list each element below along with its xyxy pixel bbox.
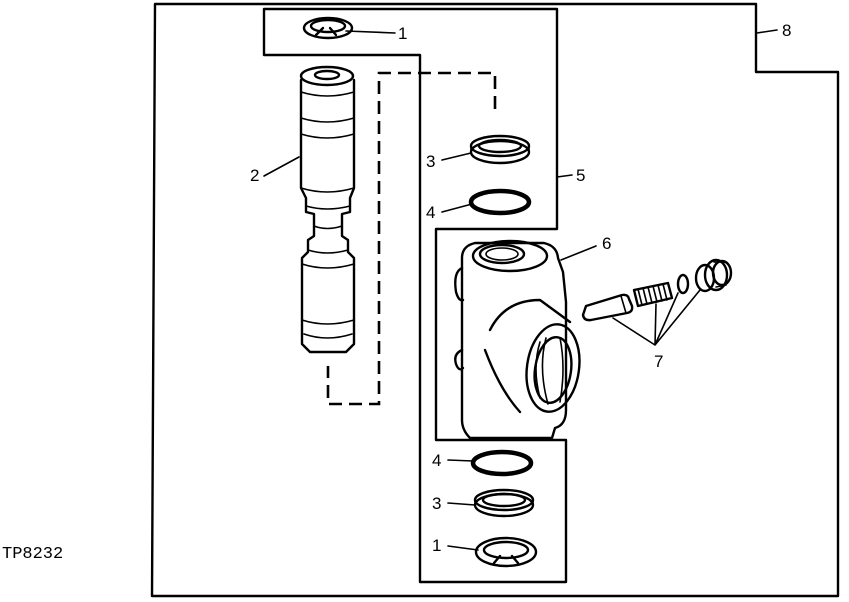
callout-7: 7 bbox=[654, 352, 663, 371]
callout-3-top: 3 bbox=[426, 152, 435, 171]
alignment-dashed-line bbox=[326, 71, 497, 406]
callout-3-bottom: 3 bbox=[432, 494, 441, 513]
callout-6: 6 bbox=[602, 234, 611, 253]
inner-frame-5 bbox=[262, 7, 568, 584]
snap-ring-bottom bbox=[474, 536, 538, 568]
callout-2: 2 bbox=[250, 166, 259, 185]
callout-8: 8 bbox=[782, 21, 791, 40]
valve-housing bbox=[454, 239, 581, 440]
callout-5: 5 bbox=[576, 166, 585, 185]
leader-lines bbox=[263, 29, 778, 551]
callout-1-top: 1 bbox=[398, 24, 407, 43]
snap-ring-top bbox=[302, 16, 354, 40]
callout-4-bottom: 4 bbox=[432, 451, 441, 470]
callout-1-bottom: 1 bbox=[432, 536, 441, 555]
spool bbox=[299, 65, 356, 354]
o-ring-bottom bbox=[470, 449, 534, 477]
callout-4-top: 4 bbox=[426, 203, 435, 222]
backup-ring-bottom bbox=[473, 488, 535, 518]
backup-ring-top bbox=[469, 134, 531, 165]
check-valve-parts bbox=[581, 258, 733, 322]
o-ring-top bbox=[468, 188, 532, 216]
outer-frame-8 bbox=[150, 2, 840, 598]
figure-id: TP8232 bbox=[2, 545, 63, 564]
